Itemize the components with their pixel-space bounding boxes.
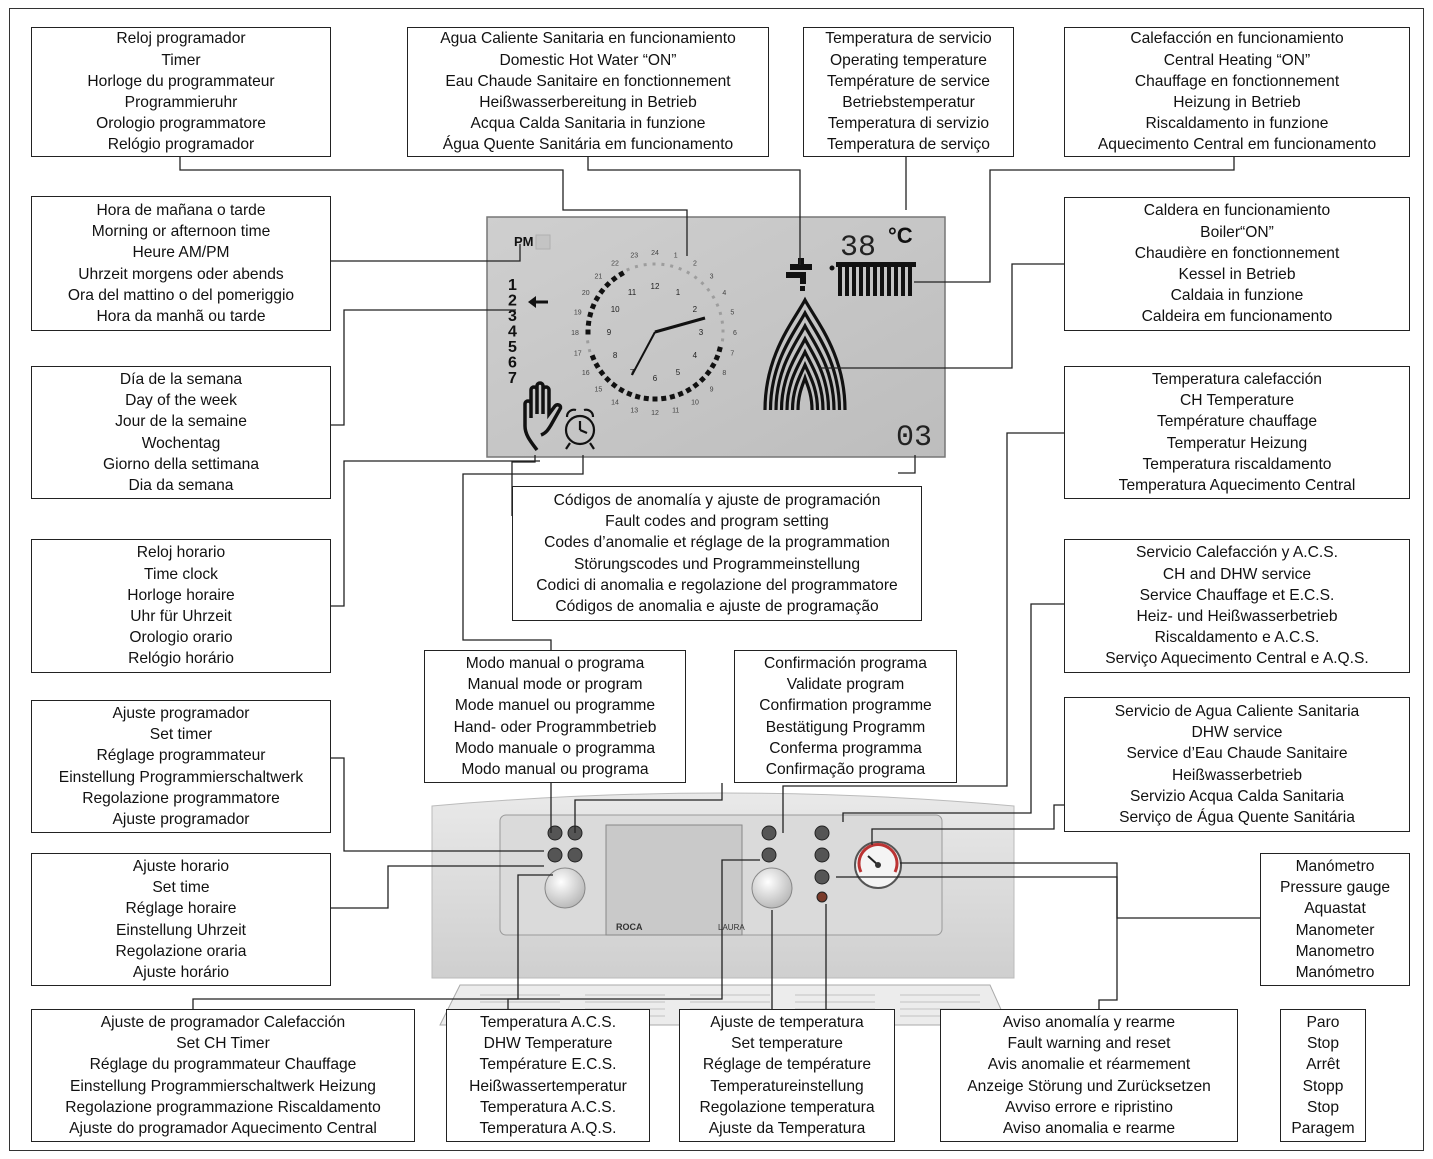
alarm-clock-icon: [564, 408, 596, 450]
weekday-4: 4: [508, 324, 517, 341]
label-dhw-on: Agua Caliente Sanitaria en funcionamient…: [407, 27, 769, 157]
flame-icon: [763, 296, 847, 411]
weekday-5: 5: [508, 339, 517, 356]
dial-hour-21: 21: [595, 273, 603, 280]
clock-hour-6: 6: [653, 374, 658, 383]
weekday-3: 3: [508, 308, 517, 325]
dial-hour-6: 6: [733, 330, 737, 337]
dial-hour-2: 2: [693, 261, 697, 268]
weekday-1: 1: [508, 277, 517, 294]
dial-hour-10: 10: [691, 399, 699, 406]
dial-hour-23: 23: [630, 253, 638, 260]
control-panel: ROCA LAURA: [431, 792, 1015, 1026]
clock-hour-2: 2: [693, 305, 698, 314]
ch-dhw-service-button[interactable]: [814, 825, 830, 841]
dhw-service-button[interactable]: [814, 847, 830, 863]
dial-hour-22: 22: [611, 261, 619, 268]
ch-timer-knob[interactable]: [544, 867, 586, 909]
model-label: LAURA: [718, 923, 745, 932]
temperature-knob[interactable]: [751, 867, 793, 909]
manual-mode-button[interactable]: [547, 825, 563, 841]
clock-hour-11: 11: [628, 288, 637, 297]
pm-indicator: PM: [514, 234, 534, 249]
pressure-gauge: [854, 841, 902, 889]
dial-hour-24: 24: [651, 250, 659, 257]
hand-icon: [523, 381, 563, 452]
dial-hour-20: 20: [582, 290, 590, 297]
dial-hour-8: 8: [722, 370, 726, 377]
clock-hour-8: 8: [613, 351, 618, 360]
dial-hour-19: 19: [574, 309, 582, 316]
temperature-unit: °C: [888, 223, 913, 248]
dial-hour-1: 1: [674, 253, 678, 260]
clock-hour-5: 5: [676, 368, 681, 377]
brand-label: ROCA: [616, 922, 643, 932]
dial-hour-16: 16: [582, 370, 590, 377]
dial-hour-7: 7: [730, 351, 734, 358]
dial-hour-3: 3: [710, 273, 714, 280]
dial-hour-15: 15: [595, 387, 603, 394]
dial-hour-17: 17: [574, 351, 582, 358]
clock-hour-7: 7: [630, 368, 635, 377]
stop-button[interactable]: [814, 869, 830, 885]
set-timer-button[interactable]: [547, 847, 563, 863]
clock-hour-4: 4: [693, 351, 698, 360]
label-ch-dhw-service: Servicio Calefacción y A.C.S.CH and DHW …: [1064, 539, 1410, 673]
dial-hour-9: 9: [710, 387, 714, 394]
weekday-2: 2: [508, 293, 517, 310]
radiator-icon: [829, 262, 916, 296]
dial-hour-11: 11: [672, 407, 679, 414]
set-time-button[interactable]: [567, 847, 583, 863]
tap-icon: [786, 258, 812, 291]
leader-lines: [179, 157, 1260, 1009]
fault-code-value: 03: [896, 421, 932, 455]
clock-hour-10: 10: [611, 305, 620, 314]
ch-temperature-button[interactable]: [761, 847, 777, 863]
dial-hour-5: 5: [730, 309, 734, 316]
clock-hour-1: 1: [676, 288, 681, 297]
label-fault-codes: Códigos de anomalía y ajuste de programa…: [512, 486, 922, 621]
dhw-temperature-button[interactable]: [761, 825, 777, 841]
fault-reset-light[interactable]: [816, 891, 828, 903]
weekday-7: 7: [508, 370, 517, 387]
dial-hour-4: 4: [722, 290, 726, 297]
clock-hour-3: 3: [699, 328, 704, 337]
day-arrow-icon: [528, 296, 548, 308]
clock-hour-12: 12: [651, 282, 660, 291]
diagram-frame: [9, 8, 1424, 1151]
dial-hour-14: 14: [611, 399, 619, 406]
clock-hour-9: 9: [607, 328, 612, 337]
weekday-6: 6: [508, 355, 517, 372]
dial-hour-13: 13: [630, 407, 638, 414]
operating-temperature-value: 38: [840, 231, 876, 265]
dial-hour-12: 12: [651, 410, 659, 417]
dial-hour-18: 18: [571, 330, 579, 337]
